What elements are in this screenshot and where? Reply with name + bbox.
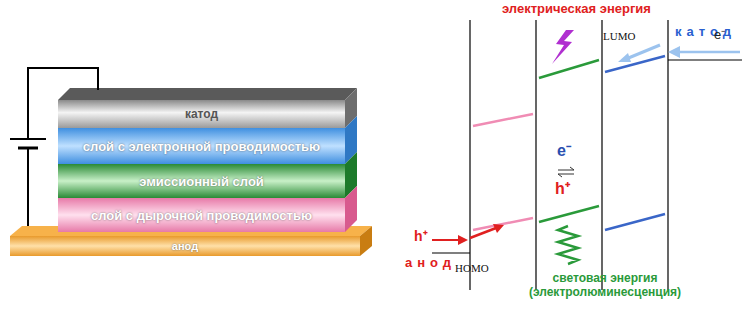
layer-band: слой с электронной проводимостью bbox=[58, 128, 345, 164]
diagram-label: световая энергия (электролюминесценция) bbox=[505, 272, 705, 300]
layer-band: катод bbox=[58, 100, 345, 128]
diagram-label: HOMO bbox=[455, 262, 489, 275]
layer-label: слой с электронной проводимостью bbox=[83, 139, 320, 154]
layer-label: катод bbox=[185, 107, 218, 121]
diagram-label: h⁺ bbox=[414, 228, 428, 244]
diagram-label: e⁻ bbox=[557, 142, 571, 160]
layer-label: слой с дырочной проводимостью bbox=[91, 208, 312, 223]
energy-diagram bbox=[432, 20, 742, 290]
layer-label: анод bbox=[172, 240, 198, 252]
diagram-label: анод bbox=[405, 256, 456, 271]
layer-band: эмиссионный слой bbox=[58, 164, 345, 198]
diagram-label: электрическая энергия bbox=[502, 2, 651, 17]
diagram-label: LUMO bbox=[603, 30, 635, 43]
diagram-label: h⁺ bbox=[555, 180, 570, 198]
layer-band: анод bbox=[10, 236, 360, 256]
diagram-label: катод bbox=[675, 25, 736, 40]
layer-label: эмиссионный слой bbox=[139, 174, 264, 189]
layer-band: слой с дырочной проводимостью bbox=[58, 198, 345, 232]
battery-symbol bbox=[10, 139, 46, 148]
diagram-label: e⁻ bbox=[714, 28, 725, 43]
